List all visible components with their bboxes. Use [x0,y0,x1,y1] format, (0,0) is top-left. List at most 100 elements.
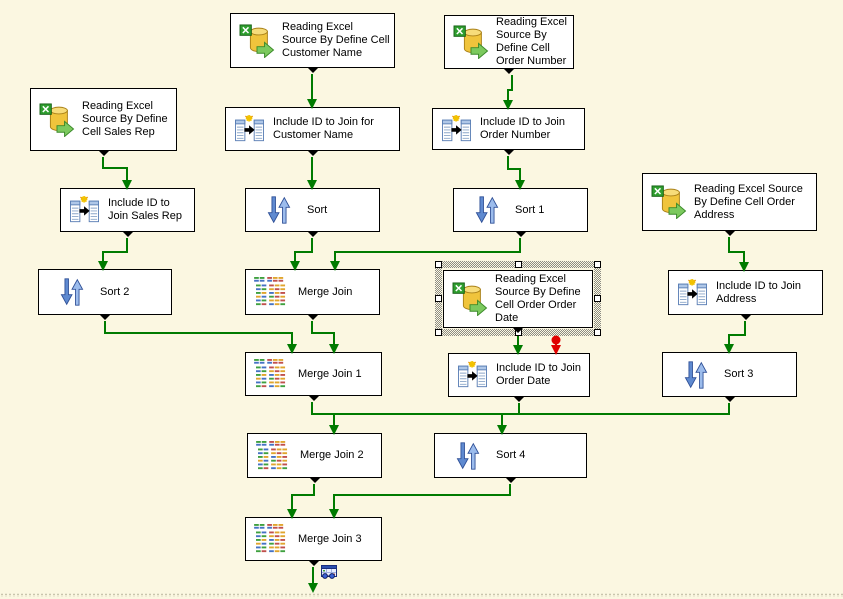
node-label: Reading Excel Source By Define Cell Orde… [496,16,567,67]
node-inc-order-number[interactable]: Include ID to Join Order Number [432,108,585,155]
node-label: Include ID to Join for Customer Name [273,116,374,141]
data-connector-merge-join-to-merge-join-1[interactable] [311,321,339,354]
selection-handle[interactable] [594,295,601,302]
node-src-sales-rep[interactable]: Reading Excel Source By Define Cell Sale… [30,88,177,156]
node-sort1[interactable]: Sort 1 [453,188,588,237]
data-connector-sort1-to-merge-join[interactable] [330,238,521,271]
merge-join-icon [254,359,288,389]
node-src-customer[interactable]: Reading Excel Source By Define Cell Cust… [230,13,395,73]
data-connector-inc-sales-rep-to-sort2[interactable] [98,238,128,271]
excel-source-icon [239,23,275,58]
node-label: Reading Excel Source By Define Cell Cust… [282,21,390,59]
data-connector-merge-join-1-to-merge-join-2[interactable] [311,402,339,435]
output-connector-stub[interactable] [513,396,525,402]
derived-column-icon [234,115,266,143]
sort-icon [264,195,294,225]
node-label: Reading Excel Source By Define Cell Orde… [694,182,803,221]
derived-column-icon [441,115,473,143]
sort-icon [57,277,87,307]
output-connector-stub[interactable] [97,150,110,156]
data-connector-merge-join-2-to-merge-join-3[interactable] [287,484,315,519]
node-src-order-address[interactable]: Reading Excel Source By Define Cell Orde… [642,173,817,236]
data-connector-src-order-number-to-inc-order-number[interactable] [503,75,513,110]
data-connector-src-sales-rep-to-inc-sales-rep[interactable] [102,157,132,190]
data-viewer-icon[interactable] [321,565,337,579]
merge-join-icon [256,440,290,471]
canvas-bottom-edge [0,593,843,597]
node-label: Sort 1 [515,203,545,216]
output-connector-stub[interactable] [308,477,321,483]
node-inc-order-date[interactable]: Include ID to Join Order Date [448,353,590,402]
node-merge-join-3[interactable]: Merge Join 3 [245,517,382,566]
output-connector-stub[interactable] [512,327,524,333]
node-label: Sort 4 [496,449,526,461]
node-label: Sort [307,203,328,216]
output-connector-stub[interactable] [723,396,736,402]
data-connector-sort3-to-merge-join-2[interactable] [334,403,730,415]
node-label: Reading Excel Source By Define Cell Orde… [495,273,581,324]
node-merge-join-1[interactable]: Merge Join 1 [245,352,382,401]
data-connector-inc-order-number-to-sort1[interactable] [507,156,525,190]
node-label: Sort 2 [100,285,130,298]
data-connector-inc-order-date-to-sort4[interactable] [497,403,520,435]
selection-handle[interactable] [435,295,442,302]
sort-icon [453,441,483,471]
selection-handle[interactable] [594,329,601,336]
excel-source-icon [452,282,488,316]
node-merge-join[interactable]: Merge Join [245,269,380,320]
output-connector-stub[interactable] [504,477,517,483]
node-src-order-date[interactable]: Reading Excel Source By Define Cell Orde… [443,270,593,333]
data-connector-sort-to-merge-join[interactable] [290,238,313,271]
output-connector-stub[interactable] [306,231,319,237]
node-inc-customer[interactable]: Include ID to Join for Customer Name [225,107,400,156]
node-sort4[interactable]: Sort 4 [434,433,587,483]
derived-column-icon [457,361,489,389]
node-label: Include ID to Join Order Number [480,116,565,141]
excel-source-icon [453,25,489,59]
output-connector-stub[interactable] [306,150,319,156]
output-connector-stub[interactable] [306,314,319,320]
data-connector-sort2-to-merge-join-1[interactable] [104,321,297,354]
node-label: Merge Join 1 [298,367,362,380]
data-connector-inc-address-to-sort3[interactable] [724,321,746,354]
node-label: Reading Excel Source By Define Cell Sale… [82,100,168,138]
sort-icon [472,195,502,225]
node-sort3[interactable]: Sort 3 [662,352,797,402]
output-connector-stub[interactable] [723,230,736,236]
node-sort[interactable]: Sort [245,188,380,237]
node-merge-join-2[interactable]: Merge Join 2 [247,433,382,483]
output-connector-stub[interactable] [307,560,320,566]
node-label: Include ID to Join Sales Rep [108,197,182,222]
output-connector-stub[interactable] [502,149,515,155]
node-sort2[interactable]: Sort 2 [38,269,172,320]
sort-icon [681,360,711,390]
data-connector-src-order-address-to-inc-address[interactable] [728,237,749,272]
merge-join-icon [254,524,288,554]
output-connector-stub[interactable] [307,395,320,401]
data-connector-sort4-to-merge-join-3[interactable] [329,484,511,519]
excel-source-icon [39,102,75,137]
node-src-order-number[interactable]: Reading Excel Source By Define Cell Orde… [444,15,574,74]
derived-column-icon [69,196,101,224]
node-label: Merge Join 2 [300,449,364,461]
output-connector-stub[interactable] [121,231,134,237]
selection-handle[interactable] [435,329,442,336]
node-label: Sort 3 [724,368,754,380]
selection-handle[interactable] [435,261,442,268]
node-label: Include ID to Join Address [716,279,801,305]
output-connector-stub[interactable] [503,68,515,74]
selection-handle[interactable] [514,261,522,268]
output-connector-stub[interactable] [306,67,319,73]
merge-join-icon [254,277,288,307]
output-connector-stub[interactable] [739,314,752,320]
node-inc-address[interactable]: Include ID to Join Address [668,270,823,320]
derived-column-icon [677,278,709,307]
output-connector-stub[interactable] [99,314,111,320]
excel-source-icon [651,185,687,219]
node-label: Include ID to Join Order Date [496,362,581,387]
node-inc-sales-rep[interactable]: Include ID to Join Sales Rep [60,188,195,237]
output-connector-stub[interactable] [514,231,527,237]
selection-handle[interactable] [594,261,601,268]
